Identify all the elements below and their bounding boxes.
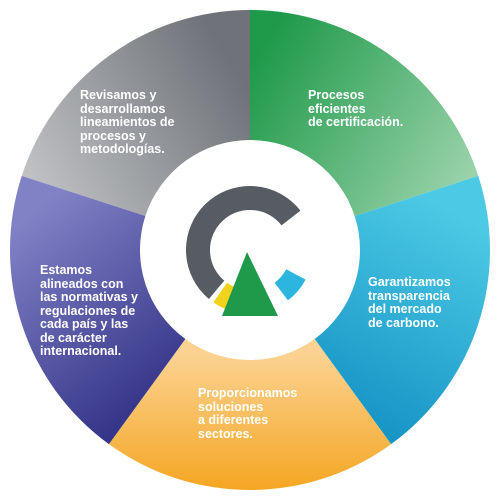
segment-text-line: Estamos	[40, 263, 93, 277]
segment-solutions-text: Proporcionamos soluciones a diferentes s…	[198, 386, 298, 441]
logo-c-arc	[185, 185, 301, 300]
segment-text-line: soluciones	[198, 399, 264, 414]
segment-text-line: a diferentes	[198, 413, 269, 427]
segment-text-line: Procesos	[308, 88, 365, 102]
segment-text-line: Proporcionamos	[198, 386, 298, 400]
segment-certification-text: Procesos eficientes de certificación.	[308, 88, 404, 130]
segment-certification	[250, 10, 479, 217]
segment-text-line: sectores.	[198, 426, 253, 441]
segment-text-line: del mercado	[368, 302, 442, 316]
segment-methodologies	[21, 10, 250, 217]
segment-text-line: las normativas y	[40, 290, 138, 304]
segment-text-line: procesos y	[80, 128, 147, 143]
segment-text-line: metodologías.	[80, 142, 165, 156]
center-logo	[185, 185, 306, 316]
segment-regulations	[10, 175, 186, 445]
segment-text-line: alineados con	[40, 276, 124, 291]
segment-text-line: eficientes	[308, 101, 366, 116]
segment-text-line: lineamientos de	[80, 115, 175, 129]
segment-text-line: cada país y las	[40, 317, 129, 331]
segment-transparency-text: Garantizamos transparencia del mercado d…	[368, 275, 451, 330]
logo-green-triangle	[222, 252, 278, 316]
segment-text-line: internacional.	[40, 344, 122, 358]
segment-text-line: Revisamos y	[80, 88, 157, 102]
segment-text-line: desarrollamos	[80, 101, 166, 116]
segment-transparency	[314, 175, 490, 445]
segment-text-line: transparencia	[368, 288, 450, 303]
segment-text-line: de carbono.	[368, 315, 439, 330]
segment-text-line: de certificación.	[308, 115, 404, 129]
segment-text-line: de carácter	[40, 330, 107, 345]
segment-regulations-text: Estamos alineados con las normativas y r…	[40, 263, 138, 359]
segment-text-line: Garantizamos	[368, 275, 451, 289]
segment-text-line: regulaciones de	[40, 303, 136, 318]
segment-methodologies-text: Revisamos y desarrollamos lineamientos d…	[80, 88, 175, 157]
segment-solutions	[108, 338, 392, 490]
logo-blue-piece	[274, 268, 306, 301]
